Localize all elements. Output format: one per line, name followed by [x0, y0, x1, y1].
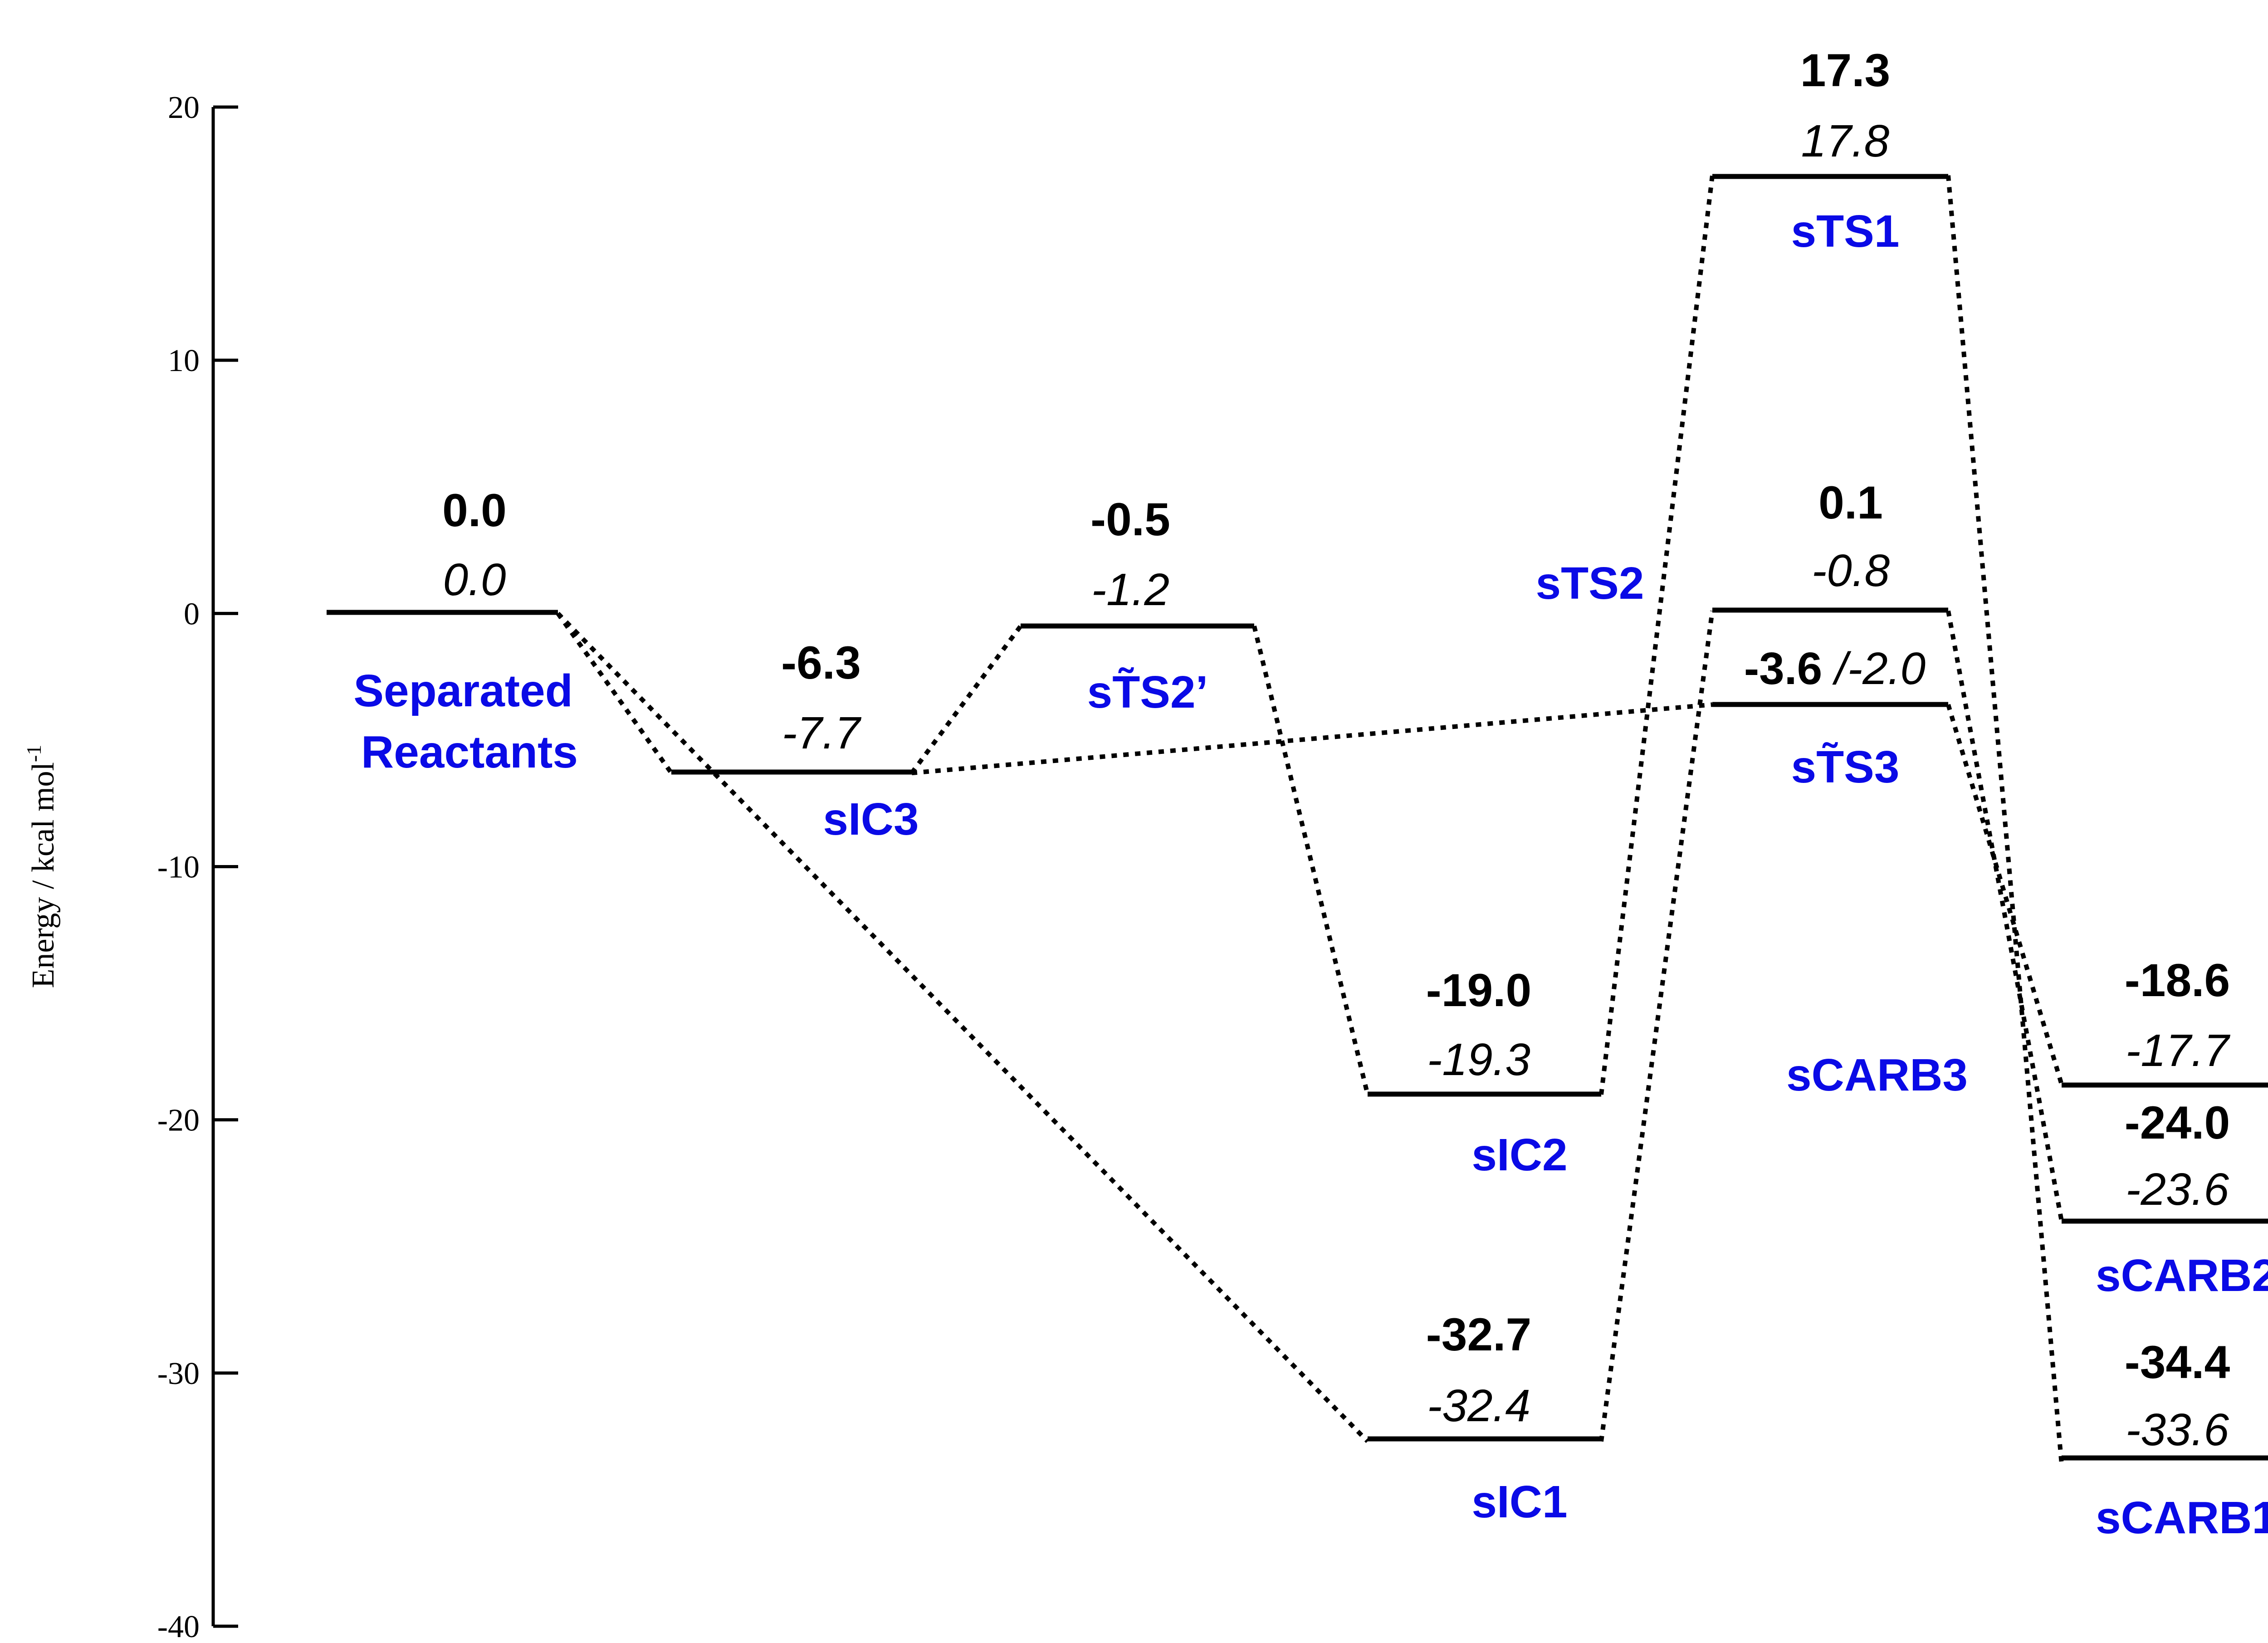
label-sIC1: sIC1 [1471, 1477, 1567, 1527]
label-sCARB2: sCARB2 [2096, 1250, 2268, 1301]
label-sCARB3: sCARB3 [1786, 1050, 1968, 1100]
connection-sIC3-sTS2p [909, 625, 1023, 774]
label-separated-reactants: Separated Reactants [353, 665, 585, 777]
label-sIC3: sIC3 [823, 794, 919, 845]
value-bold-sIC2: -19.0 [1426, 964, 1532, 1016]
value-bold-sCARB1: -34.4 [2125, 1336, 2230, 1388]
value-italic-sIC2: -19.3 [1427, 1034, 1530, 1085]
value-bold-sIC3: -6.3 [781, 637, 861, 689]
value-bold-sIC1: -32.7 [1426, 1309, 1532, 1360]
energy-levels [327, 174, 2268, 1461]
value-italic-sCARB1: -33.6 [2126, 1404, 2229, 1455]
value-italic-sCARB2: -23.6 [2126, 1164, 2229, 1215]
pathway-connections [556, 175, 2064, 1465]
label-sTS1: sTS1 [1791, 206, 1899, 257]
value-bold-sCARB2: -24.0 [2125, 1097, 2230, 1149]
connection-sTS1-sCARB1 [1946, 175, 2064, 1465]
label-sCARB1: sCARB1 [2096, 1492, 2268, 1543]
value-bold-sTS2: 0.1 [1818, 477, 1883, 528]
value-bold-sTS1: 17.3 [1800, 44, 1891, 96]
connection-sTS2p-sIC2 [1252, 626, 1370, 1095]
value-italic-sCARB3: -17.7 [2126, 1025, 2230, 1076]
connection-sIC2-sTS1 [1599, 175, 1715, 1095]
label-sTS2: sTS2 [1535, 558, 1644, 609]
connection-sTS3-sCARB3 [1946, 704, 2064, 1085]
value-bold-separated-reactants: 0.0 [442, 484, 507, 536]
label-sIC2: sIC2 [1471, 1130, 1567, 1180]
value-italic-sTS3: -2.0 [1848, 643, 1926, 694]
y-tick-label: 20 [168, 90, 200, 125]
y-tick-label: -20 [157, 1103, 200, 1138]
y-tick-label: -30 [157, 1356, 200, 1391]
connection-sIC1-sTS2 [1599, 611, 1715, 1442]
value-bold-sCARB3: -18.6 [2125, 954, 2230, 1006]
y-tick-label: 0 [184, 597, 200, 631]
connection-sTS2-sCARB2 [1946, 610, 2064, 1222]
y-tick-label: -10 [157, 850, 200, 885]
y-axis: 20 10 0 -10 -20 -30 -40 [157, 90, 238, 1643]
connection-sep-sIC1 [556, 611, 1369, 1443]
y-axis-title: Energy / kcal mol-1 [22, 745, 61, 988]
value-bold-sTS3: -3.6 [1744, 643, 1822, 694]
label-sTS2p: sT̃S2’ [1087, 667, 1208, 718]
value-italic-separated-reactants: 0.0 [443, 554, 506, 605]
y-tick-label: -40 [157, 1609, 200, 1643]
value-italic-sTS1: 17.8 [1801, 116, 1890, 166]
y-tick-label: 10 [168, 343, 200, 378]
value-italic-sTS2: -0.8 [1812, 545, 1890, 596]
value-italic-sIC1: -32.4 [1427, 1380, 1530, 1431]
value-sTS3: -3.6 /-2.0 [1744, 643, 1926, 694]
connection-sIC3-sTS3 [911, 702, 1713, 775]
value-bold-sTS2p: -0.5 [1090, 494, 1170, 545]
value-italic-sTS2p: -1.2 [1091, 564, 1169, 615]
connection-sep-sIC3 [556, 612, 674, 774]
label-sTS3: sT̃S3 [1791, 742, 1899, 792]
state-labels: Separated Reactants sIC3 sT̃S2’ sIC2 sIC… [353, 206, 2268, 1543]
energy-values: 0.0 0.0 -6.3 -7.7 -0.5 -1.2 -19.0 -19.3 … [442, 44, 2230, 1455]
value-italic-sIC3: -7.7 [782, 708, 862, 758]
